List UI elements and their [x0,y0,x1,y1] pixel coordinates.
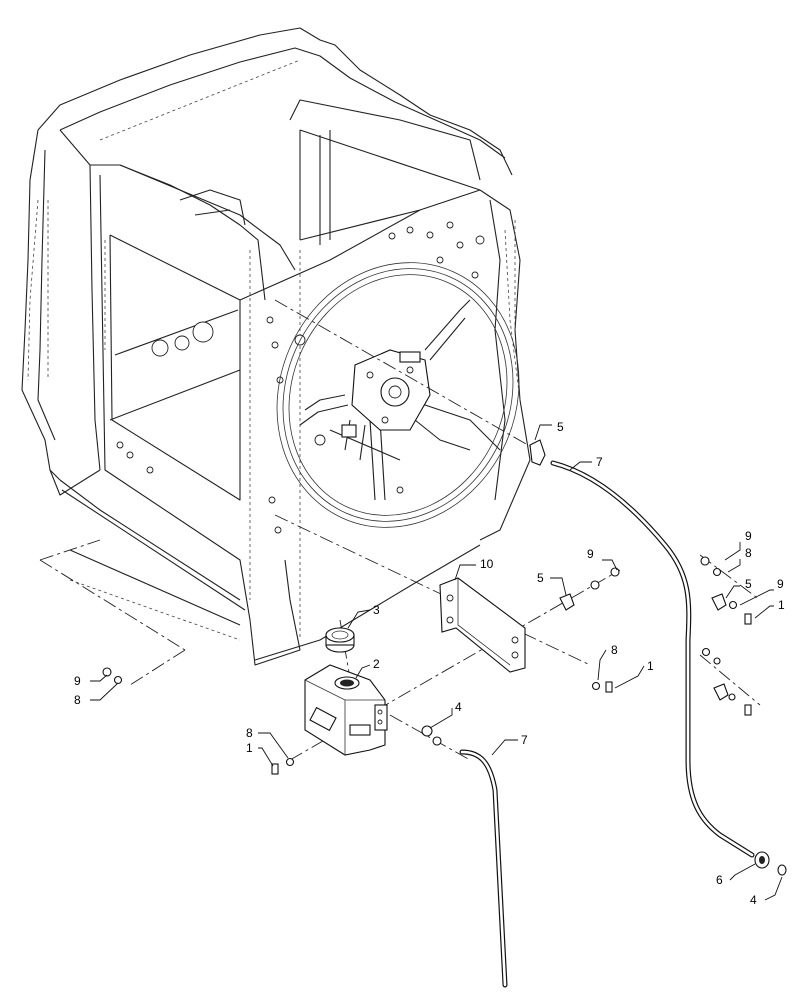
mounting-bracket [439,577,526,673]
callout-1-lower-left: 1 [246,741,253,755]
callout-4-hose-end: 4 [750,893,757,907]
overflow-hose-long [550,460,755,858]
callout-8-center: 8 [611,643,618,657]
callout-8-lower-left: 8 [246,726,253,740]
overflow-hose-short [459,749,508,988]
radiator-frame-assembly [21,27,531,666]
fan-shroud-ring [276,262,520,528]
callout-leaders [90,424,783,901]
hose-clamp-top [529,439,546,466]
reservoir-cap [325,627,355,653]
callout-6: 6 [716,873,723,887]
callout-5-mid: 5 [537,571,544,585]
callout-labels: 5 7 9 8 5 9 1 9 10 5 3 2 8 1 8 1 4 7 9 8… [74,420,785,907]
callout-8-left: 8 [74,693,81,707]
hose-clamp-mid [559,567,620,611]
callout-8-right-mid: 9 [777,577,784,591]
callout-9-center: 9 [587,547,594,561]
coolant-reservoir-tank [304,664,388,756]
callout-9-left: 9 [74,674,81,688]
callout-1-center: 1 [647,659,654,673]
fan-hub-motor [299,299,471,461]
callout-10: 10 [480,557,494,571]
callout-1-right: 1 [778,598,785,612]
callout-7-lower: 7 [521,733,528,747]
callout-7-top: 7 [596,455,603,469]
fasteners [102,556,787,876]
callout-2: 2 [373,657,380,671]
callout-5-top: 5 [557,420,564,434]
callout-4-tank: 4 [455,700,462,714]
callout-8-right-top: 8 [745,546,752,560]
callout-3: 3 [373,603,380,617]
callout-9-right: 9 [745,529,752,543]
callout-5-right: 5 [745,577,752,591]
